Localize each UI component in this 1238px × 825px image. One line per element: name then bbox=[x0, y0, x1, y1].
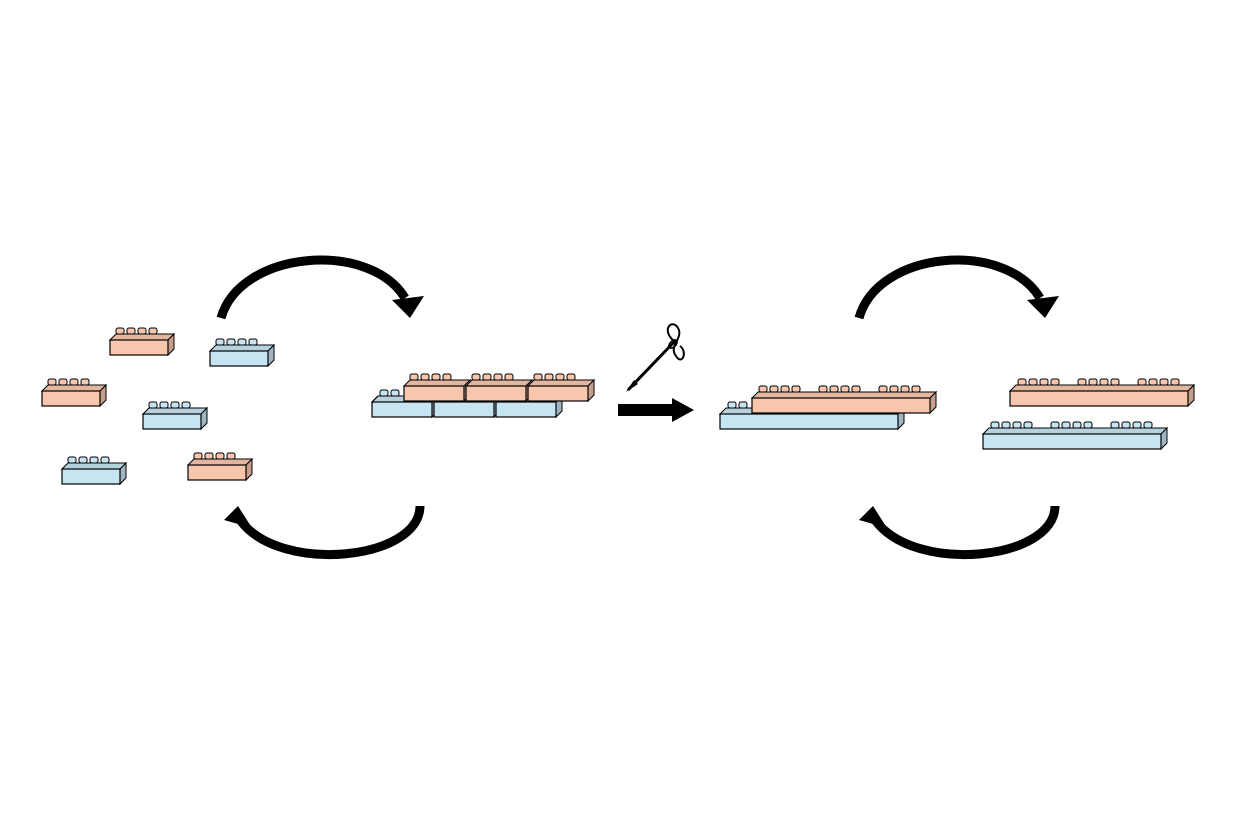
separated-strand-blue bbox=[981, 421, 1169, 451]
stitched-top-strand bbox=[750, 385, 938, 415]
assembled-top-segment bbox=[526, 373, 596, 403]
right-top-arrowhead bbox=[1027, 296, 1059, 318]
brick-layer bbox=[40, 327, 1196, 486]
separated-strand-salmon bbox=[1008, 378, 1196, 408]
needle-and-thread-icon bbox=[626, 323, 685, 392]
loose-brick-salmon bbox=[108, 327, 176, 357]
assembled-top-segment bbox=[464, 373, 534, 403]
left-cycle-arrows bbox=[216, 255, 425, 559]
right-cycle-arrows bbox=[854, 255, 1060, 559]
assembled-exposed-studs bbox=[371, 389, 400, 403]
loose-brick-salmon bbox=[186, 452, 254, 482]
left-bottom-arrowhead bbox=[224, 506, 252, 528]
loose-brick-blue bbox=[141, 401, 209, 431]
right-bottom-curved-arrow bbox=[871, 505, 1060, 559]
loose-brick-salmon bbox=[40, 378, 108, 408]
left-top-curved-arrow bbox=[216, 255, 409, 320]
loose-brick-blue bbox=[208, 338, 276, 368]
loose-brick-blue bbox=[60, 456, 128, 486]
right-top-curved-arrow bbox=[854, 255, 1044, 320]
right-bottom-arrowhead bbox=[859, 506, 887, 528]
assembled-top-segment bbox=[402, 373, 472, 403]
left-top-arrowhead bbox=[392, 296, 424, 318]
left-bottom-curved-arrow bbox=[236, 505, 425, 559]
right-arrow bbox=[618, 398, 694, 422]
